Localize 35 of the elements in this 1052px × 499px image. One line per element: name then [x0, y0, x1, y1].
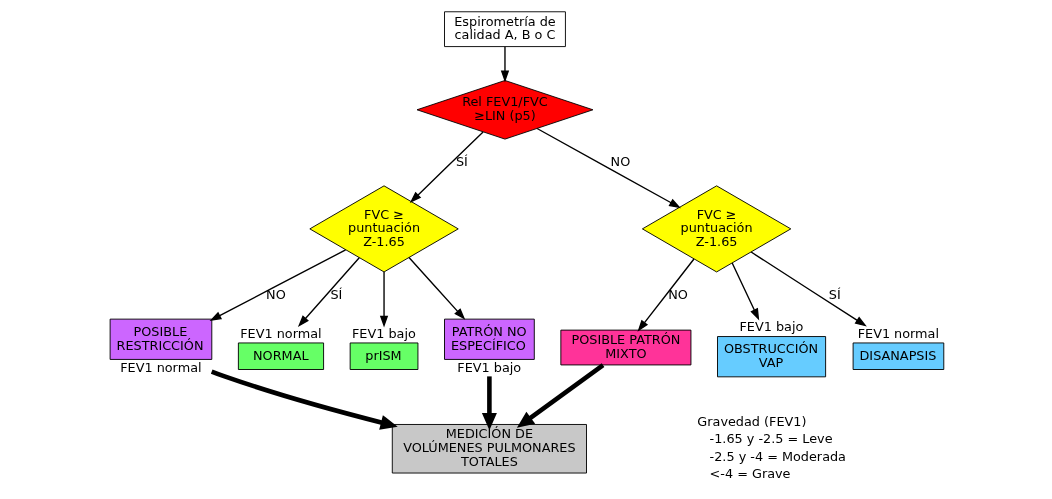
edge-label: NO	[610, 153, 630, 169]
edge-label: NO	[265, 286, 286, 302]
label: Gravedad (FEV1)	[696, 414, 806, 430]
node-label: FEV1 normal	[119, 359, 202, 375]
arrow	[731, 262, 759, 321]
label: -1.65 y -2.5 = Leve	[709, 431, 833, 447]
arrow	[297, 257, 360, 327]
node-label: FEV1 bajo	[739, 319, 803, 335]
edge-label: SÍ	[455, 153, 468, 169]
node-box: MEDICIÓN DE VOLÚMENES PULMONARES TOTALES	[391, 424, 587, 474]
node-label: FEV1 bajo	[456, 359, 521, 375]
node-label: FEV1 normal	[857, 325, 939, 341]
arrow	[636, 258, 695, 332]
label: <-4 = Grave	[709, 466, 790, 482]
label: -2.5 y -4 = Moderada	[709, 448, 846, 464]
arrow	[481, 376, 497, 431]
node-diamond: Rel FEV1/FVC ≥LIN (p5)	[416, 80, 593, 140]
arrow	[407, 256, 465, 320]
arrow	[379, 271, 388, 328]
node-label: FEV1 normal	[239, 325, 322, 341]
node-box: Espirometría de calidad A, B o C	[443, 11, 566, 48]
arrow	[210, 369, 398, 430]
edge-label: SÍ	[329, 286, 342, 302]
node-diamond: FVC ≥ puntuación Z-1.65	[308, 185, 459, 273]
edge-label: NO	[667, 286, 688, 302]
node-diamond: FVC ≥ puntuación Z-1.65	[641, 185, 791, 273]
arrow	[409, 131, 484, 203]
arrow	[535, 127, 681, 209]
node-box: POSIBLE PATRÓN MIXTO	[559, 329, 691, 366]
edge-label: SÍ	[828, 286, 841, 302]
node-label: FEV1 bajo	[351, 325, 416, 341]
arrow	[516, 363, 604, 428]
arrow	[500, 46, 509, 83]
arrow	[749, 251, 867, 327]
arrow	[209, 249, 346, 321]
